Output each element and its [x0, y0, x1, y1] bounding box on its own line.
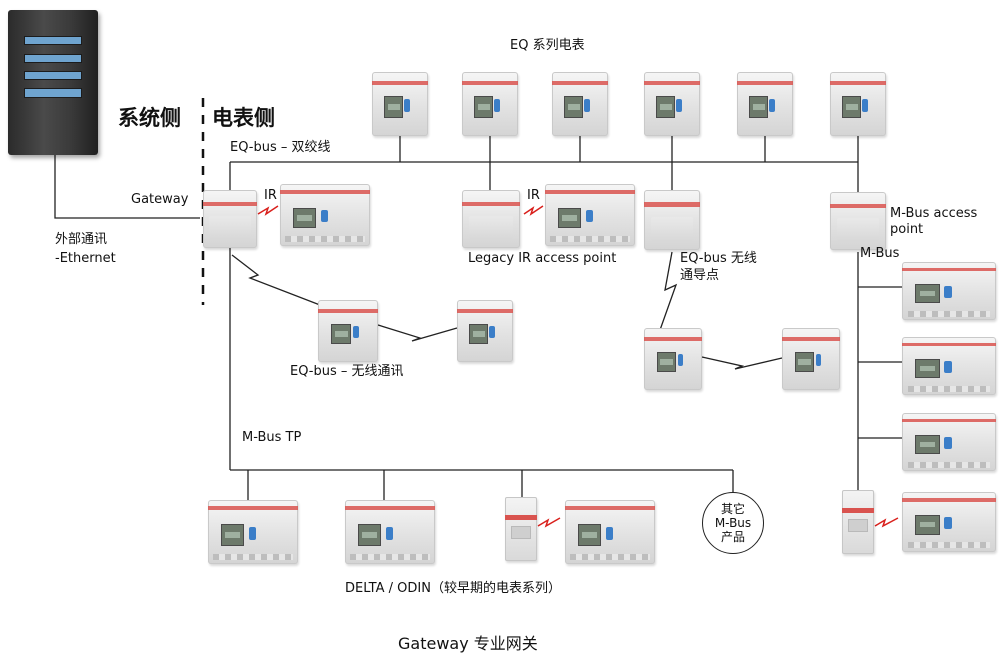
eq-bus-wireless-label: EQ-bus – 无线通讯 [290, 364, 404, 379]
mbus-meter-icon [902, 413, 996, 471]
eq-series-title: EQ 系列电表 [510, 38, 585, 53]
eq-meter-icon [372, 72, 428, 136]
mbus-access-point-icon [830, 192, 886, 250]
delta-odin-meter-icon [345, 500, 435, 564]
mbus-ap-label-1: M-Bus access [890, 206, 978, 221]
gateway-device-icon [203, 190, 257, 248]
delta-odin-meter-icon [208, 500, 298, 564]
ir-label: IR [527, 188, 540, 203]
ethernet-line [54, 155, 200, 219]
eq-bus-wireless-ap-icon [644, 190, 700, 250]
ir-label: IR [264, 188, 277, 203]
delta-odin-label: DELTA / ODIN（较早期的电表系列） [345, 581, 561, 596]
other-line-1: 其它 [720, 502, 745, 516]
external-comm-label-2: -Ethernet [55, 251, 116, 266]
eq-bus-wireless-ap-label-2: 通导点 [680, 268, 720, 283]
gateway-label: Gateway [131, 192, 189, 207]
ir-link-3 [537, 517, 561, 528]
server-icon [8, 10, 98, 155]
ir-link-2 [523, 205, 544, 216]
eq-meter-icon [552, 72, 608, 136]
external-comm-label-1: 外部通讯 [55, 232, 108, 247]
mbus-meter-icon [902, 492, 996, 552]
legacy-ir-access-point-icon [462, 190, 520, 248]
wireless-meter-icon [318, 300, 378, 362]
legacy-ir-label: Legacy IR access point [468, 251, 617, 266]
wireless-link-eq1 [377, 324, 458, 342]
eq-meter-icon [462, 72, 518, 136]
wireless-meter-icon [457, 300, 513, 362]
mbus-meter-icon [902, 337, 996, 395]
wireless-link-eq2 [701, 356, 783, 370]
eq-bus-twisted-label: EQ-bus – 双绞线 [230, 140, 331, 155]
system-side-label: 系统侧 [118, 106, 181, 130]
delta-odin-meter-icon [565, 500, 655, 564]
wireless-link-ap [659, 251, 678, 331]
ir-meter-icon [280, 184, 370, 246]
eq-meter-icon [644, 72, 700, 136]
eq-bus-wireless-ap-label-1: EQ-bus 无线 [680, 251, 757, 266]
other-mbus-products: 其它 M-Bus 产品 [702, 492, 764, 554]
other-line-2: M-Bus [714, 516, 752, 530]
mbus-label: M-Bus [860, 246, 900, 261]
wireless-link-gw [231, 254, 321, 306]
diagram-caption: Gateway 专业网关 [398, 634, 538, 653]
ir-meter-icon [545, 184, 635, 246]
delta-odin-adapter-icon [505, 497, 537, 561]
eq-meter-icon [830, 72, 886, 136]
meter-side-label: 电表侧 [212, 106, 275, 130]
mbus-tp-label: M-Bus TP [242, 430, 302, 445]
eq-meter-icon [737, 72, 793, 136]
ir-link-1 [257, 205, 279, 216]
mbus-meter-icon [902, 262, 996, 320]
mbus-ap-label-2: point [890, 222, 924, 237]
wireless-meter-icon [644, 328, 702, 390]
wireless-meter-icon [782, 328, 840, 390]
ir-link-4 [874, 517, 899, 528]
other-line-3: 产品 [720, 530, 745, 544]
mbus-adapter-icon [842, 490, 874, 554]
